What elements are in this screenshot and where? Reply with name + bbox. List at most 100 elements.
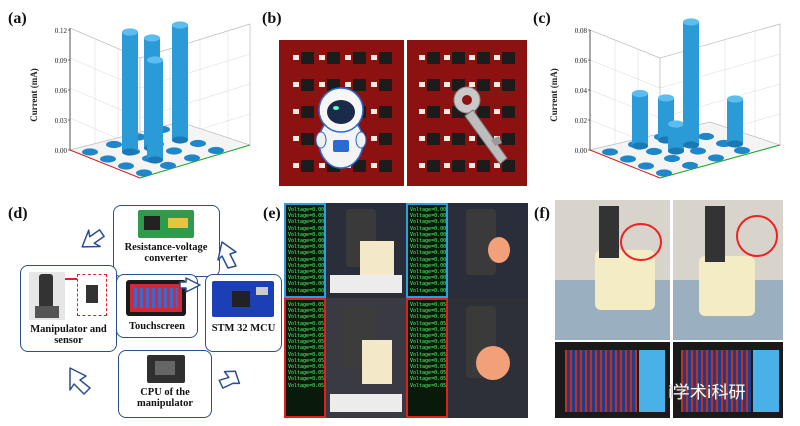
sensor-cell bbox=[477, 52, 490, 64]
voltage-readout-2: Voltage=0.003V Voltage=0.003V Voltage=0.… bbox=[406, 203, 448, 298]
floor-marker bbox=[656, 169, 672, 177]
sensor-cell bbox=[427, 133, 440, 145]
sensor-cell bbox=[427, 79, 440, 91]
cpu-board-icon bbox=[147, 355, 185, 383]
floor-marker bbox=[734, 146, 750, 155]
floor-marker bbox=[620, 155, 636, 163]
floor-marker bbox=[118, 162, 134, 170]
floor-marker bbox=[708, 154, 724, 162]
sensor-cell bbox=[327, 52, 340, 64]
chart-a-ytick: 0.06 bbox=[55, 87, 68, 95]
chart-a-ytick: 0.00 bbox=[55, 147, 68, 155]
sensor-cell bbox=[353, 52, 366, 64]
sensor-cell bbox=[427, 106, 440, 118]
bar bbox=[683, 18, 699, 149]
chart-a-ylabel: Current (mA) bbox=[29, 68, 39, 122]
chart-c-ytick: 0.02 bbox=[575, 117, 588, 125]
sensor-highlight-box bbox=[77, 274, 107, 316]
panel-label-c: (c) bbox=[533, 10, 551, 27]
touchscreen-icon bbox=[126, 280, 186, 316]
hand-grasp-photo-4 bbox=[448, 298, 528, 418]
chart-c-ylabel: Current (mA) bbox=[549, 68, 559, 122]
sensor-cell bbox=[477, 79, 490, 91]
bar bbox=[122, 28, 138, 156]
diagram-arrows bbox=[69, 229, 241, 395]
sensor-cell bbox=[379, 160, 392, 172]
screen-photo-2 bbox=[673, 342, 783, 418]
panel-label-a: (a) bbox=[8, 10, 27, 27]
sensor-cell bbox=[379, 106, 392, 118]
sensor-cell bbox=[502, 133, 515, 145]
floor-marker bbox=[160, 161, 176, 170]
floor-marker bbox=[638, 162, 654, 170]
arrow-icon bbox=[179, 277, 201, 293]
sensor-cell bbox=[301, 133, 314, 145]
floor-marker bbox=[664, 154, 680, 163]
bar bbox=[172, 21, 188, 144]
sensor-cell bbox=[379, 133, 392, 145]
manipulator-sensor-block: Manipulator and sensor bbox=[20, 265, 117, 352]
voltage-readout-4: Voltage=0.056V Voltage=0.056V Voltage=0.… bbox=[406, 298, 448, 418]
arrow-icon bbox=[69, 367, 91, 395]
sensor-cell bbox=[452, 133, 465, 145]
panel-label-b: (b) bbox=[262, 10, 282, 27]
bar bbox=[147, 56, 163, 164]
hand-grasp-photo-1 bbox=[326, 203, 406, 298]
floor-marker bbox=[208, 146, 224, 155]
floor-marker bbox=[190, 139, 206, 148]
sensor-cell bbox=[301, 106, 314, 118]
sensor-cell bbox=[502, 160, 515, 172]
sensor-array-photo-right bbox=[407, 40, 527, 186]
sensor-cell bbox=[353, 79, 366, 91]
chart-a-ytick: 0.09 bbox=[55, 57, 68, 65]
gripper-photo-2 bbox=[673, 200, 783, 340]
sensor-cell bbox=[353, 160, 366, 172]
floor-marker bbox=[82, 148, 98, 156]
bar bbox=[727, 95, 743, 148]
floor-marker bbox=[184, 154, 200, 162]
floor-marker bbox=[698, 132, 714, 141]
touchscreen-label: Touchscreen bbox=[128, 321, 185, 332]
panel-label-e: (e) bbox=[263, 205, 281, 222]
highlight-circle-icon bbox=[620, 223, 662, 261]
stm32-label: STM 32 MCU bbox=[211, 323, 276, 334]
resistance-voltage-converter-block: Resistance-voltage converter bbox=[113, 205, 220, 277]
bar bbox=[632, 89, 648, 150]
arrow-icon bbox=[217, 241, 237, 269]
cpu-label: CPU of the manipulator bbox=[136, 387, 193, 409]
astronaut-keychain-icon bbox=[315, 87, 367, 169]
manipulator-hand-icon bbox=[29, 272, 65, 320]
floor-marker bbox=[690, 147, 706, 155]
hand-grasp-photo-3 bbox=[326, 298, 406, 418]
sensor-cell bbox=[477, 106, 490, 118]
floor-marker bbox=[646, 147, 662, 156]
bar bbox=[668, 120, 684, 155]
chart-a-ytick: 0.03 bbox=[55, 117, 68, 125]
arrow-icon bbox=[81, 229, 105, 248]
floor-marker bbox=[136, 169, 152, 177]
converter-board-icon bbox=[138, 210, 194, 238]
voltage-readout-1: Voltage=0.003V Voltage=0.003V Voltage=0.… bbox=[284, 203, 326, 298]
arrow-icon bbox=[218, 370, 241, 389]
manipulator-sensor-label: Manipulator and sensor bbox=[30, 324, 107, 346]
sensor-cell bbox=[427, 52, 440, 64]
sensor-cell bbox=[301, 160, 314, 172]
sensor-cell bbox=[301, 79, 314, 91]
floor-marker bbox=[100, 155, 116, 163]
chart-c: 0.000.020.040.060.08 Current (mA) bbox=[549, 18, 782, 179]
sensor-cell bbox=[502, 52, 515, 64]
stm32-block: STM 32 MCU bbox=[205, 274, 282, 352]
chart-c-ytick: 0.00 bbox=[575, 147, 588, 155]
panel-label-d: (d) bbox=[8, 205, 28, 222]
screen-photo-1 bbox=[555, 342, 670, 418]
hand-grasp-photo-2 bbox=[448, 203, 528, 298]
chart-a-ytick: 0.12 bbox=[55, 27, 68, 35]
stm32-board-icon bbox=[212, 281, 274, 317]
sensor-cell bbox=[477, 160, 490, 172]
sensor-cell bbox=[502, 79, 515, 91]
sensor-cell bbox=[502, 106, 515, 118]
cpu-block: CPU of the manipulator bbox=[118, 350, 212, 418]
sensor-cell bbox=[379, 79, 392, 91]
sensor-cell bbox=[427, 160, 440, 172]
sensor-array-photo-left bbox=[279, 40, 404, 186]
